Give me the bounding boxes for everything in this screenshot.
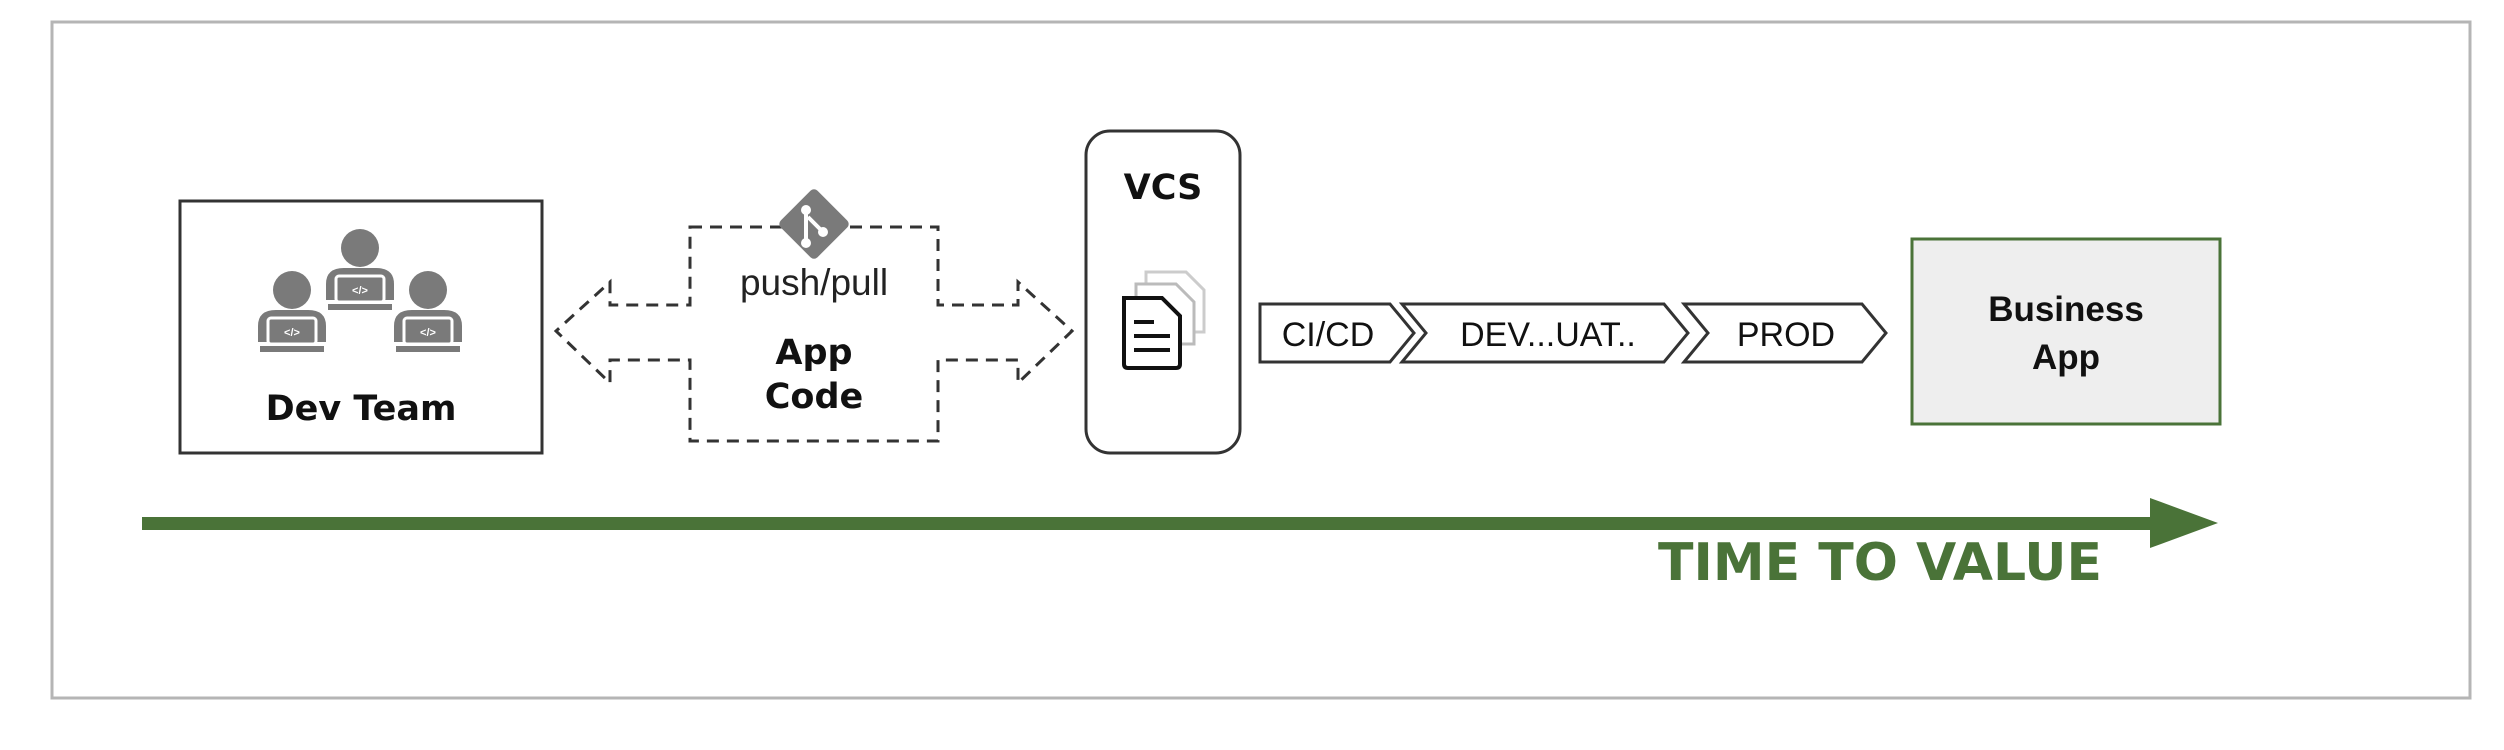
arrow-right-icon <box>2150 498 2218 548</box>
vcs-label: VCS <box>1124 168 1203 208</box>
pipeline: CI/CD DEV...UAT.. PROD <box>1258 302 1888 364</box>
pipeline-stage-label: DEV...UAT.. <box>1460 316 1636 354</box>
business-app-label-line2: App <box>2032 338 2100 377</box>
app-code-label-line1: App <box>775 333 852 373</box>
pipeline-stage: PROD <box>1680 302 1888 364</box>
time-to-value-timeline: TIME TO VALUE <box>142 498 2218 593</box>
pipeline-stage: DEV...UAT.. <box>1398 302 1690 364</box>
push-pull-double-arrow <box>553 225 1075 443</box>
dev-team-box: Dev Team <box>178 199 544 455</box>
dev-team-label: Dev Team <box>266 389 457 429</box>
git-icon <box>779 189 849 259</box>
app-code-label-line2: Code <box>765 377 864 417</box>
pipeline-stage-label: CI/CD <box>1282 316 1375 354</box>
business-app-label-line1: Business <box>1988 290 2144 329</box>
push-pull-label: push/pull <box>740 262 888 303</box>
pipeline-stage-label: PROD <box>1737 316 1835 354</box>
time-to-value-label: TIME TO VALUE <box>1658 533 2102 593</box>
vcs-box: VCS <box>1084 129 1242 455</box>
business-app-box: Business App <box>1910 237 2222 426</box>
timeline-line <box>142 517 2152 530</box>
pipeline-stage: CI/CD <box>1258 302 1416 364</box>
document-stack-icon <box>1122 270 1206 370</box>
app-code-exchange: push/pull App Code <box>553 189 1075 443</box>
